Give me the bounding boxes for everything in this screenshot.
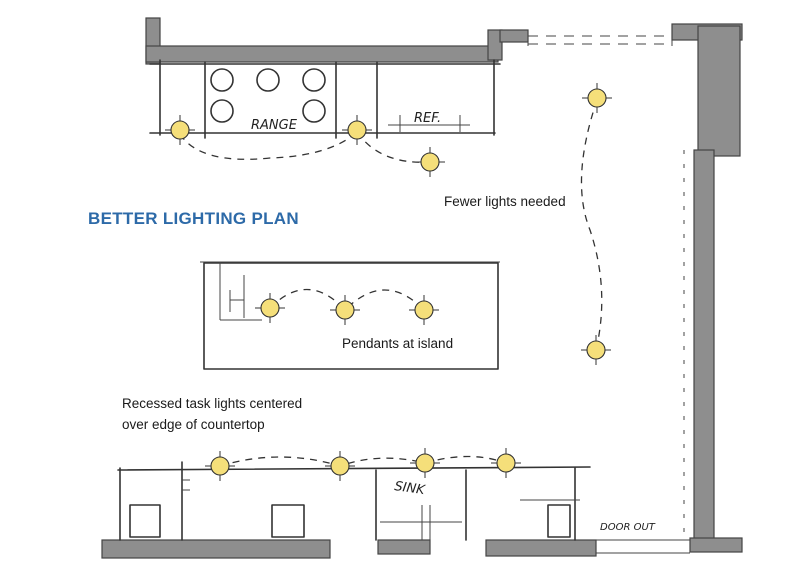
recessed-light-icon bbox=[581, 335, 611, 365]
wall-right-upper bbox=[697, 25, 741, 157]
wall-bottom-left bbox=[101, 539, 331, 559]
recessed-light-icon bbox=[410, 448, 440, 478]
recessed-light-icon bbox=[491, 448, 521, 478]
circuit-lines bbox=[179, 99, 603, 467]
wall-top-return bbox=[499, 29, 529, 43]
wall-top-end bbox=[487, 29, 503, 61]
range-label: RANGE bbox=[251, 118, 298, 133]
island bbox=[200, 261, 500, 370]
circuit-upper-ref bbox=[356, 131, 431, 163]
lower-counter bbox=[117, 461, 591, 541]
door-out-label: DOOR OUT bbox=[600, 522, 656, 533]
ref-label: REF. bbox=[414, 111, 441, 126]
stool bbox=[547, 504, 571, 538]
range-burner bbox=[302, 68, 326, 92]
stool bbox=[271, 504, 305, 538]
plan-title: BETTER LIGHTING PLAN bbox=[88, 209, 299, 228]
recessed-light-icon bbox=[342, 115, 372, 145]
range-burner bbox=[256, 68, 280, 92]
window-opening bbox=[527, 26, 673, 46]
fewer-lights-annotation: Fewer lights needed bbox=[444, 194, 566, 209]
wall-bottom-mid bbox=[377, 539, 431, 555]
upper-counter bbox=[149, 59, 501, 139]
recessed-annotation-line2: over edge of countertop bbox=[122, 417, 265, 432]
pendant-light-icon bbox=[330, 295, 360, 325]
wall-bottom-right bbox=[485, 539, 597, 557]
pendant-light-icon bbox=[409, 295, 439, 325]
recessed-annotation-line1: Recessed task lights centered bbox=[122, 396, 302, 411]
range-burner bbox=[210, 99, 234, 123]
sink-label: SINK bbox=[393, 479, 427, 498]
pendants-annotation: Pendants at island bbox=[342, 336, 453, 351]
pendant-light-icon bbox=[255, 293, 285, 323]
recessed-light-icon bbox=[582, 83, 612, 113]
recessed-light-icon bbox=[325, 451, 355, 481]
circuit-upper bbox=[179, 131, 358, 160]
range-burner bbox=[302, 99, 326, 123]
door-opening bbox=[596, 150, 690, 554]
wall-right-bottom bbox=[689, 537, 743, 553]
recessed-light-icon bbox=[415, 147, 445, 177]
range-burner bbox=[210, 68, 234, 92]
circuit-right bbox=[580, 99, 603, 351]
recessed-light-icon bbox=[165, 115, 195, 145]
walls bbox=[101, 17, 743, 559]
wall-right-mid bbox=[693, 149, 715, 541]
wall-top bbox=[145, 45, 499, 63]
light-fixtures bbox=[165, 83, 612, 481]
recessed-light-icon bbox=[205, 451, 235, 481]
circuit-island bbox=[269, 288, 425, 311]
stool bbox=[129, 504, 161, 538]
circuit-lower bbox=[219, 455, 507, 467]
